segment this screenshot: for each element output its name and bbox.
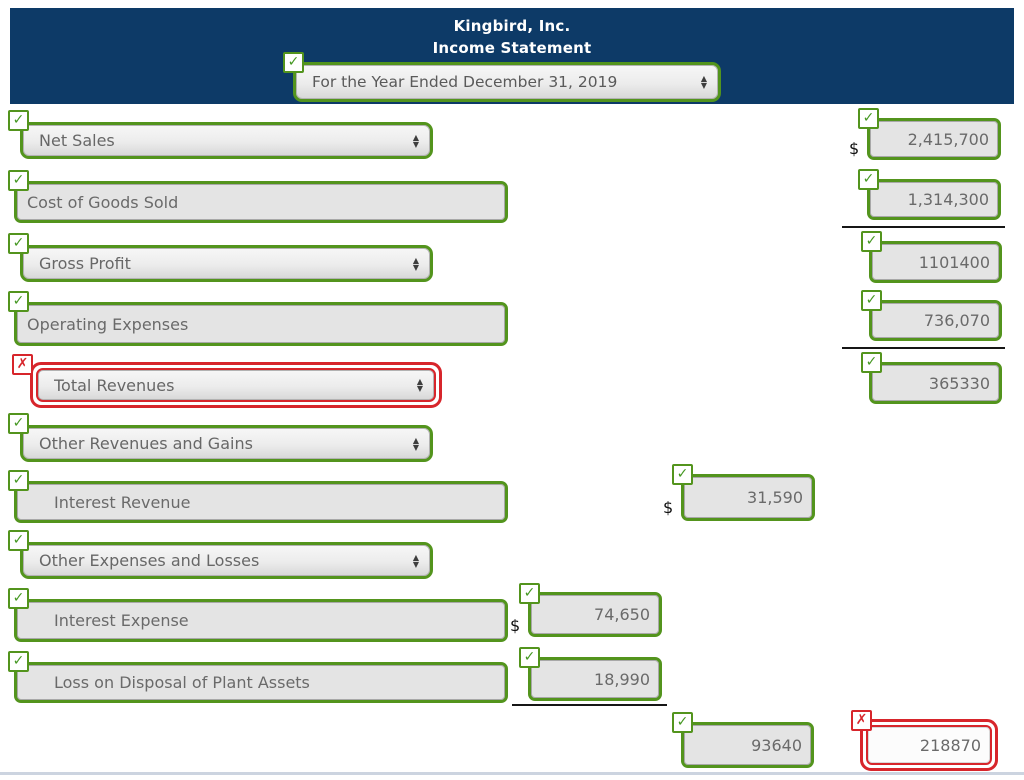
net-sales-currency-symbol: $ [849, 139, 860, 158]
interest-expense-amount-input[interactable] [528, 592, 662, 637]
other-revenues-status-check-icon: ✓ [8, 413, 29, 434]
cogs-amount-status-check-icon: ✓ [858, 169, 879, 190]
loss-disposal-label-input[interactable] [14, 662, 508, 703]
company-name: Kingbird, Inc. [453, 17, 571, 35]
loss-disposal-amount-input[interactable] [528, 657, 662, 701]
operating-expenses-status-check-icon: ✓ [8, 291, 29, 312]
other-expenses-status-check-icon: ✓ [8, 530, 29, 551]
operating-expenses-amount-input[interactable] [869, 300, 1002, 341]
interest-revenue-status-check-icon: ✓ [8, 470, 29, 491]
period-select[interactable]: For the Year Ended December 31, 2019 ▲▼ [293, 62, 721, 102]
interest-revenue-amount-status-check-icon: ✓ [672, 464, 693, 485]
net-sales-amount-input[interactable] [867, 118, 1001, 160]
subtotal-rule [512, 704, 667, 706]
net-income-status-cross-icon: ✗ [851, 710, 872, 731]
statement-title: Income Statement [432, 39, 592, 57]
net-income-amount-input[interactable] [866, 725, 992, 765]
other-expenses-select-label: Other Expenses and Losses [39, 551, 260, 570]
other-revenues-select[interactable]: Other Revenues and Gains ▲▼ [20, 425, 433, 462]
other-revenues-select-label: Other Revenues and Gains [39, 434, 253, 453]
total-revenues-status-cross-icon: ✗ [12, 354, 33, 375]
interest-expense-currency-symbol: $ [510, 616, 521, 635]
gross-profit-select-label: Gross Profit [39, 254, 131, 273]
interest-expense-amount-status-check-icon: ✓ [519, 583, 540, 604]
operating-expenses-label-input[interactable] [14, 302, 508, 346]
select-stepper-icon: ▲▼ [412, 132, 419, 149]
cogs-label-input[interactable] [14, 181, 508, 223]
net-sales-status-check-icon: ✓ [8, 110, 29, 131]
cogs-status-check-icon: ✓ [8, 170, 29, 191]
net-sales-select[interactable]: Net Sales ▲▼ [20, 122, 433, 159]
total-revenues-amount-status-check-icon: ✓ [861, 352, 882, 373]
interest-revenue-label-input[interactable] [14, 481, 508, 523]
net-sales-amount-status-check-icon: ✓ [858, 108, 879, 129]
other-net-amount-status-check-icon: ✓ [672, 712, 693, 733]
gross-profit-amount-input[interactable] [869, 241, 1002, 283]
other-expenses-select[interactable]: Other Expenses and Losses ▲▼ [20, 542, 433, 579]
interest-expense-label-input[interactable] [14, 599, 508, 642]
subtotal-rule [842, 226, 1005, 228]
loss-disposal-amount-status-check-icon: ✓ [519, 647, 540, 668]
period-select-label: For the Year Ended December 31, 2019 [312, 73, 618, 91]
select-stepper-icon: ▲▼ [416, 377, 423, 393]
cogs-amount-input[interactable] [867, 179, 1001, 220]
net-income-incorrect-outline [860, 719, 998, 771]
total-revenues-incorrect-outline: Total Revenues ▲▼ [30, 362, 442, 408]
loss-disposal-status-check-icon: ✓ [8, 651, 29, 672]
other-net-amount-input[interactable] [681, 722, 814, 768]
gross-profit-select[interactable]: Gross Profit ▲▼ [20, 245, 433, 282]
period-status-check-icon: ✓ [283, 52, 304, 73]
total-revenues-select[interactable]: Total Revenues ▲▼ [36, 368, 436, 402]
gross-profit-status-check-icon: ✓ [8, 233, 29, 254]
select-stepper-icon: ▲▼ [412, 552, 419, 569]
interest-revenue-currency-symbol: $ [663, 498, 674, 517]
select-stepper-icon: ▲▼ [412, 255, 419, 272]
select-stepper-icon: ▲▼ [700, 74, 707, 90]
operating-expenses-amount-status-check-icon: ✓ [861, 290, 882, 311]
interest-revenue-amount-input[interactable] [681, 474, 815, 521]
subtotal-rule [842, 347, 1005, 349]
interest-expense-status-check-icon: ✓ [8, 588, 29, 609]
footer-divider [0, 772, 1024, 775]
net-sales-select-label: Net Sales [39, 131, 115, 150]
gross-profit-amount-status-check-icon: ✓ [861, 231, 882, 252]
total-revenues-select-label: Total Revenues [54, 375, 175, 395]
select-stepper-icon: ▲▼ [412, 435, 419, 452]
total-revenues-amount-input[interactable] [869, 362, 1002, 404]
